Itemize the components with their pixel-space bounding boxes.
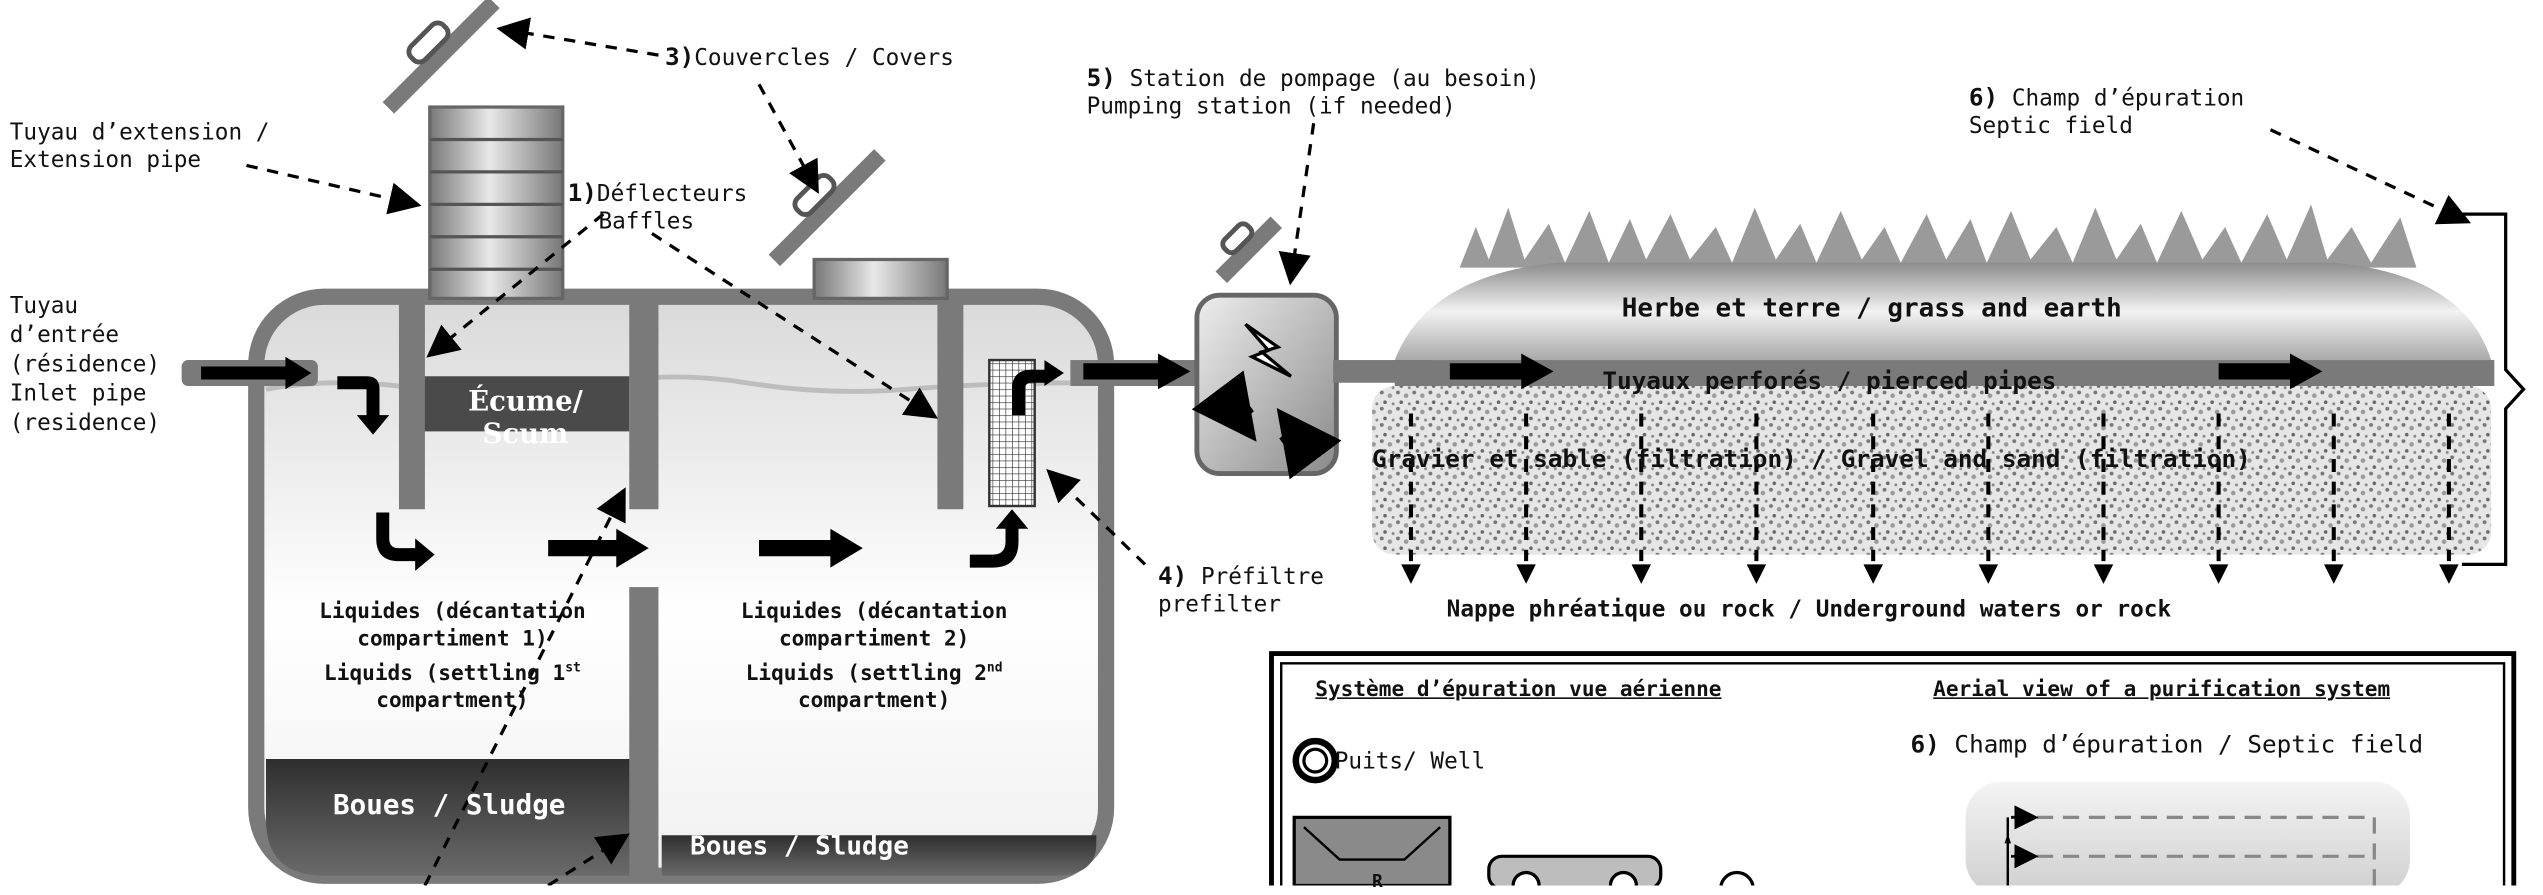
lightning-icon [1244,323,1292,378]
cover-lids [382,0,1283,284]
flow-arrows [201,353,2323,571]
aerial-view-panel [1269,651,2517,886]
aerial-title-fr: Système d’épuration vue aérienne [1315,677,1722,703]
sludge-label-2: Boues / Sludge [690,830,909,862]
sludge-label-1: Boues / Sludge [333,789,566,823]
aerial-well-label: Puits/ Well [1334,749,1486,776]
aerial-tank [1292,815,1452,886]
pumping-station-label: 5) Station de pompage (au besoin)Pumping… [1086,63,1540,121]
scum-layer [421,376,630,432]
aerial-field [1965,781,2410,886]
sludge-layer-2 [661,835,1097,876]
aerial-title-en: Aerial view of a purification system [1933,677,2391,703]
scum-label: Écume/ Scum [468,385,583,451]
pierced-pipes-label: Tuyaux perforés / pierced pipes [1602,366,2057,396]
extension-pipe-label: Tuyau d’extension /Extension pipe [9,120,270,174]
septic-tank [181,105,1217,884]
baffle-inlet [398,301,425,510]
grass-earth-label: Herbe et terre / grass and earth [1621,291,2122,323]
prefilter-mesh [988,358,1036,508]
gravel-sand-label: Gravier et sable (filtration) / Gravel a… [1372,444,2251,474]
aerial-tank-letter: R [1372,870,1383,892]
cycle-icon [1191,370,1257,442]
aerial-septic-field-label: 6) Champ d’épuration / Septic field [1910,729,2424,760]
sludge-layer-1 [265,759,635,876]
groundwater-label: Nappe phréatique ou rock / Underground w… [1446,596,2172,623]
covers-label: 3)Couvercles / Covers [664,42,954,72]
baffle-outlet [937,301,964,510]
septic-field [1372,204,2526,584]
